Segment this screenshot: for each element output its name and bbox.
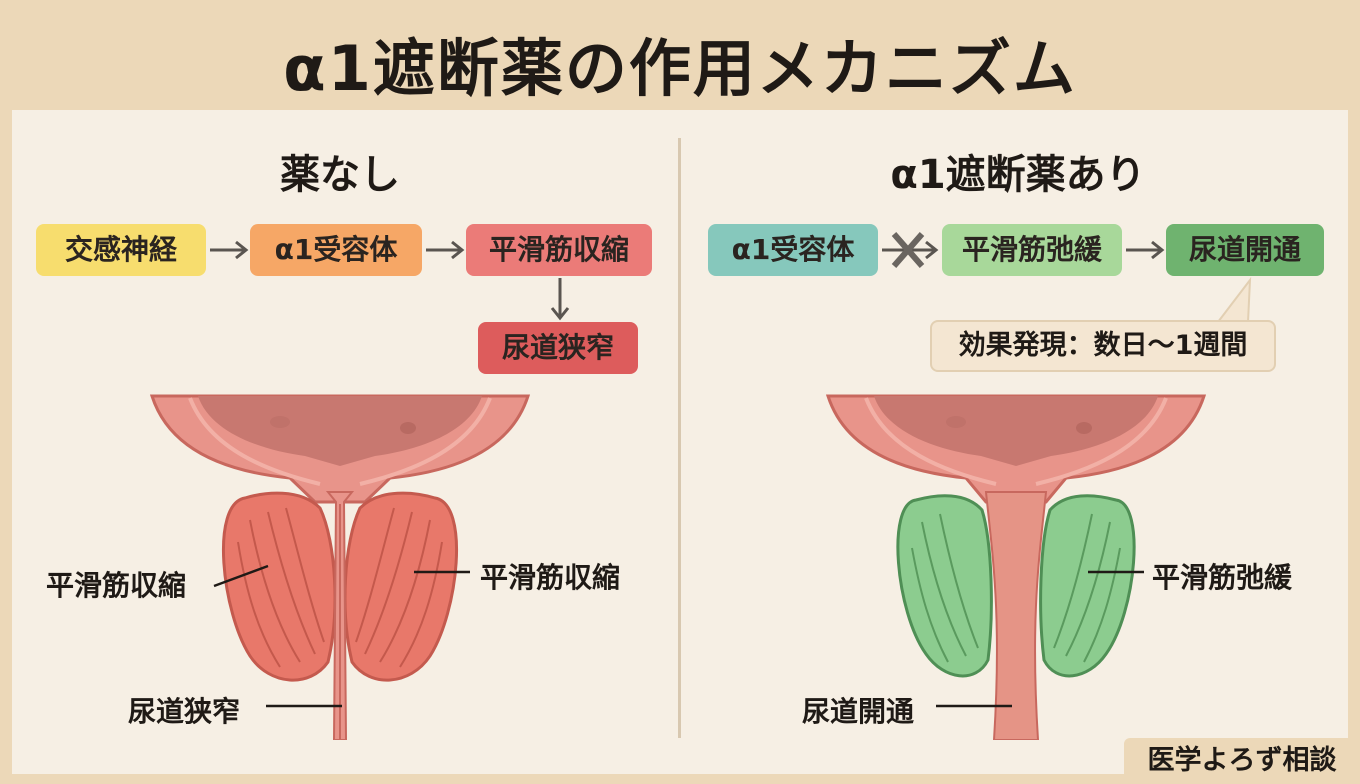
label-urethra-opening: 尿道開通 <box>802 695 915 728</box>
leader-line <box>414 570 470 574</box>
flow-box-alpha1-receptor: α1受容体 <box>708 224 878 276</box>
left-heading: 薬なし <box>280 152 400 198</box>
label-urethra-narrowing: 尿道狭窄 <box>128 695 241 728</box>
label-right-muscle: 平滑筋収縮 <box>480 561 621 594</box>
callout-pointer <box>1215 276 1252 323</box>
leader-line <box>266 704 342 708</box>
prostate-contracted-illustration <box>149 394 531 740</box>
panel-divider <box>678 138 681 738</box>
blocked-arrow-icon <box>882 232 939 268</box>
flow-box-sympathetic-nerve: 交感神経 <box>36 224 206 276</box>
right-arrow-icon <box>210 240 249 260</box>
flow-box-alpha1-receptor: α1受容体 <box>250 224 422 276</box>
right-arrow-icon <box>1126 240 1165 260</box>
label-muscle-relaxation: 平滑筋弛緩 <box>1152 561 1293 594</box>
flow-box-smooth-muscle-contraction: 平滑筋収縮 <box>466 224 652 276</box>
right-heading: α1遮断薬あり <box>890 152 1146 198</box>
right-arrow-icon <box>426 240 465 260</box>
leader-line <box>213 564 269 588</box>
down-arrow-icon <box>550 278 570 321</box>
flow-box-urethral-narrowing: 尿道狭窄 <box>478 322 638 374</box>
effect-onset-note: 効果発現：数日〜1週間 <box>930 320 1276 372</box>
flow-box-urethral-opening: 尿道開通 <box>1166 224 1324 276</box>
page-title: α1遮断薬の作用メカニズム <box>283 32 1077 105</box>
flow-box-smooth-muscle-relaxation: 平滑筋弛緩 <box>942 224 1122 276</box>
leader-line <box>1088 570 1144 574</box>
prostate-relaxed-illustration <box>825 394 1207 740</box>
footer-credit: 医学よろず相談 <box>1124 738 1360 784</box>
leader-line <box>936 704 1012 708</box>
label-left-muscle: 平滑筋収縮 <box>46 569 187 602</box>
